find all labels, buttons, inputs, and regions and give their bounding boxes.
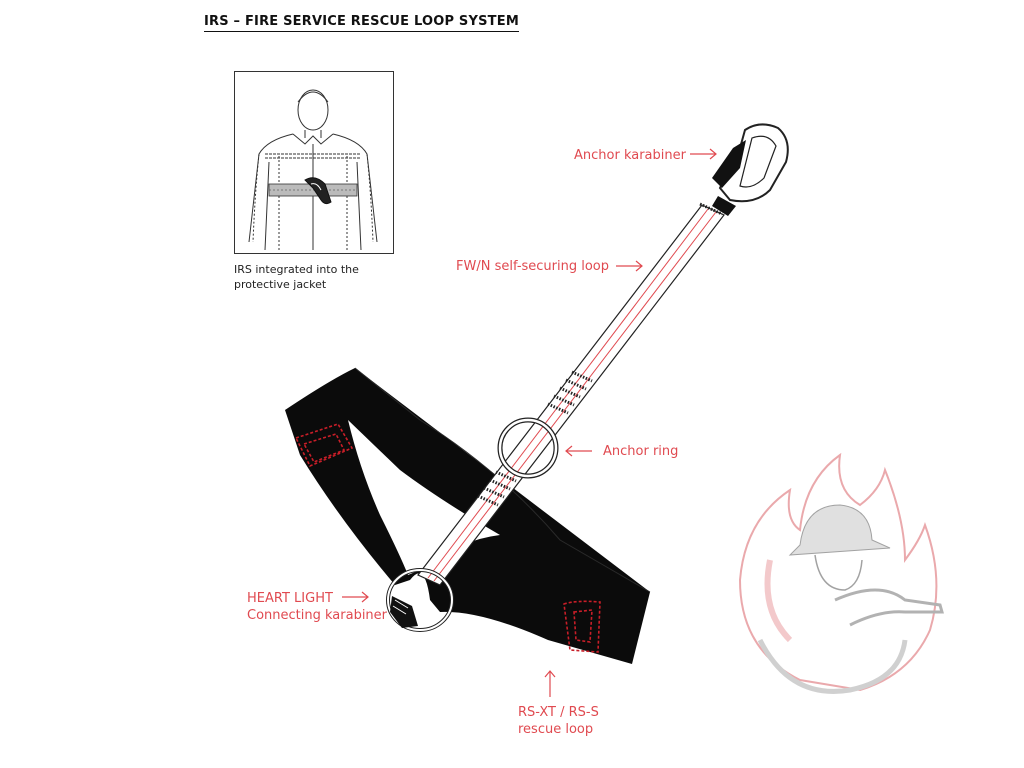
inset-caption-line-1: IRS integrated into the [234,263,359,276]
label-rescue-loop-line-2: rescue loop [518,722,594,737]
inset-caption-line-2: protective jacket [234,278,327,291]
label-self-securing-loop: FW/N self-securing loop [456,259,610,274]
right-arrow-icon [690,148,717,160]
right-arrow-icon [342,591,369,603]
inset-caption: IRS integrated into the protective jacke… [234,262,404,292]
label-heart-light-line-1: HEART LIGHT [247,591,333,606]
label-rescue-loop-line-1: RS-XT / RS-S [518,705,599,720]
label-anchor-karabiner: Anchor karabiner [574,148,686,163]
label-anchor-ring: Anchor ring [603,444,679,459]
label-rescue-loop: RS-XT / RS-S rescue loop [518,704,599,738]
label-heart-light: HEART LIGHT Connecting karabiner [247,590,387,624]
firefighter-flame-logo-icon [738,452,944,694]
page-title: IRS – FIRE SERVICE RESCUE LOOP SYSTEM [204,14,519,32]
firefighter-jacket-icon [248,89,378,251]
jacket-illustration-frame [234,71,394,254]
label-heart-light-line-2: Connecting karabiner [247,608,388,623]
left-arrow-icon [565,445,592,457]
self-securing-loop-webbing [417,202,725,586]
up-arrow-icon [544,670,556,697]
heart-light-connecting-karabiner [386,568,454,632]
right-arrow-icon [616,260,643,272]
anchor-karabiner [712,123,789,216]
